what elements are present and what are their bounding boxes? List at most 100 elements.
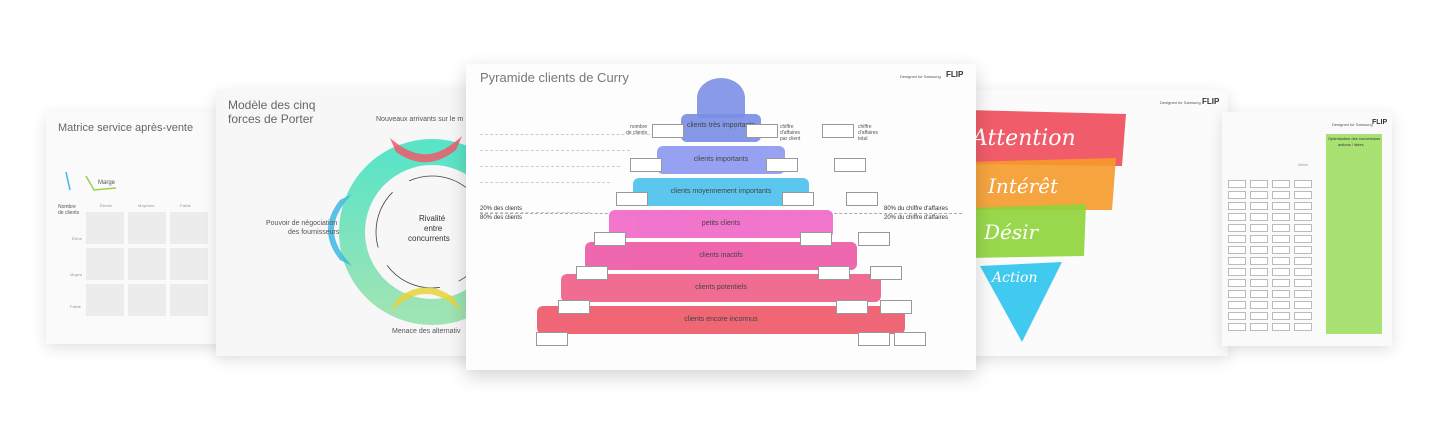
pyramid-col-chiffre-client-3: par client [780,136,801,142]
porter-top-brush [390,136,462,163]
grid-cell[interactable] [1228,301,1246,309]
grid-cell[interactable] [1272,191,1290,199]
grid-cell[interactable] [1294,323,1312,331]
input-box[interactable] [818,266,850,280]
grid-cell[interactable] [1228,246,1246,254]
grid-cell[interactable] [1250,268,1268,276]
input-box[interactable] [652,124,684,138]
matrix-row-2: Moyen [70,272,83,277]
pyramid-band: clients moyennement importants [633,178,809,206]
grid-cell[interactable] [1294,246,1312,254]
grid-cell[interactable] [1272,257,1290,265]
input-box[interactable] [782,192,814,206]
grid-cell[interactable] [1228,257,1246,265]
grid-cell[interactable] [1250,202,1268,210]
grid-cell[interactable] [1228,323,1246,331]
pyramid-col-nombre-1: nombre [630,124,648,130]
pyramid-right-20: 20% du chiffre d'affaires [884,215,948,221]
pyramid-band-label: clients encore inconnus [684,316,758,323]
input-box[interactable] [594,232,626,246]
grid-cell[interactable] [1250,257,1268,265]
grid-cell[interactable] [1294,191,1312,199]
grid-cell[interactable] [1294,235,1312,243]
porter-center-1: Rivalité [419,214,446,223]
grid-cell[interactable] [1250,191,1268,199]
pyramid-band: clients inactifs [585,242,857,270]
input-box[interactable] [894,332,926,346]
grid-cell[interactable] [1272,224,1290,232]
grid-cell[interactable] [1250,323,1268,331]
grid-cell[interactable] [1250,301,1268,309]
grid-cell[interactable] [1272,246,1290,254]
input-box[interactable] [616,192,648,206]
grid-cell[interactable] [1228,191,1246,199]
grid-cell[interactable] [1294,257,1312,265]
input-box[interactable] [880,300,912,314]
sheet-aida: Designed for Samsung FLIP Attention Inté… [966,90,1228,356]
grid-cell[interactable] [1294,279,1312,287]
porter-center-3: concurrents [408,234,450,243]
grid-cell[interactable] [1228,279,1246,287]
input-box[interactable] [630,158,662,172]
pyramid-col-chiffre-total: chiffre d'affaires total [858,124,878,142]
input-box[interactable] [846,192,878,206]
grid-cell[interactable] [1294,180,1312,188]
grid-cell[interactable] [1272,323,1290,331]
input-box[interactable] [858,332,890,346]
matrix-arrows [65,171,117,191]
grid-cell[interactable] [1294,268,1312,276]
input-box[interactable] [858,232,890,246]
input-box[interactable] [536,332,568,346]
grid-cell[interactable] [1272,301,1290,309]
input-box[interactable] [800,232,832,246]
grid-cell[interactable] [1250,224,1268,232]
grid-cell[interactable] [1294,202,1312,210]
grid-cell[interactable] [1272,180,1290,188]
grid-cell[interactable] [1228,224,1246,232]
matrix-cell [128,248,166,280]
grid-cell[interactable] [1250,312,1268,320]
grid-cell[interactable] [1250,235,1268,243]
grid-cell[interactable] [1228,268,1246,276]
grid-cell[interactable] [1250,246,1268,254]
input-box[interactable] [822,124,854,138]
pyramid-guide [480,212,590,213]
grid-cell[interactable] [1294,301,1312,309]
grid-cell[interactable] [1228,213,1246,221]
grid-cell[interactable] [1294,290,1312,298]
grid-cell[interactable] [1250,213,1268,221]
grid-cell[interactable] [1228,202,1246,210]
grid-brand: Designed for Samsung [1332,122,1373,127]
aida-brush-strokes [966,110,1126,342]
grid-cell[interactable] [1272,202,1290,210]
porter-bottom-label: Menace des alternativ [392,328,461,335]
grid-cell[interactable] [1294,312,1312,320]
input-box[interactable] [870,266,902,280]
grid-cell[interactable] [1294,213,1312,221]
grid-cell[interactable] [1272,279,1290,287]
porter-bottom-brush [390,287,462,312]
grid-cell[interactable] [1250,290,1268,298]
aida-word-action: Action [992,270,1038,286]
grid-cell[interactable] [1250,279,1268,287]
grid-cell[interactable] [1272,213,1290,221]
grid-cell[interactable] [1272,235,1290,243]
input-box[interactable] [576,266,608,280]
grid-cell[interactable] [1228,290,1246,298]
grid-cell[interactable] [1250,180,1268,188]
grid-cell[interactable] [1228,180,1246,188]
grid-cell[interactable] [1272,312,1290,320]
grid-cell[interactable] [1272,290,1290,298]
grid-cell[interactable] [1294,224,1312,232]
matrix-cell [128,284,166,316]
input-box[interactable] [558,300,590,314]
grid-cell[interactable] [1228,312,1246,320]
input-box[interactable] [746,124,778,138]
input-box[interactable] [836,300,868,314]
grid-cell[interactable] [1228,235,1246,243]
grid-green-label-1: Optimisation des conversions [1328,136,1381,141]
grid-cell[interactable] [1272,268,1290,276]
aida-brand: Designed for Samsung [1160,100,1201,105]
input-box[interactable] [766,158,798,172]
input-box[interactable] [834,158,866,172]
